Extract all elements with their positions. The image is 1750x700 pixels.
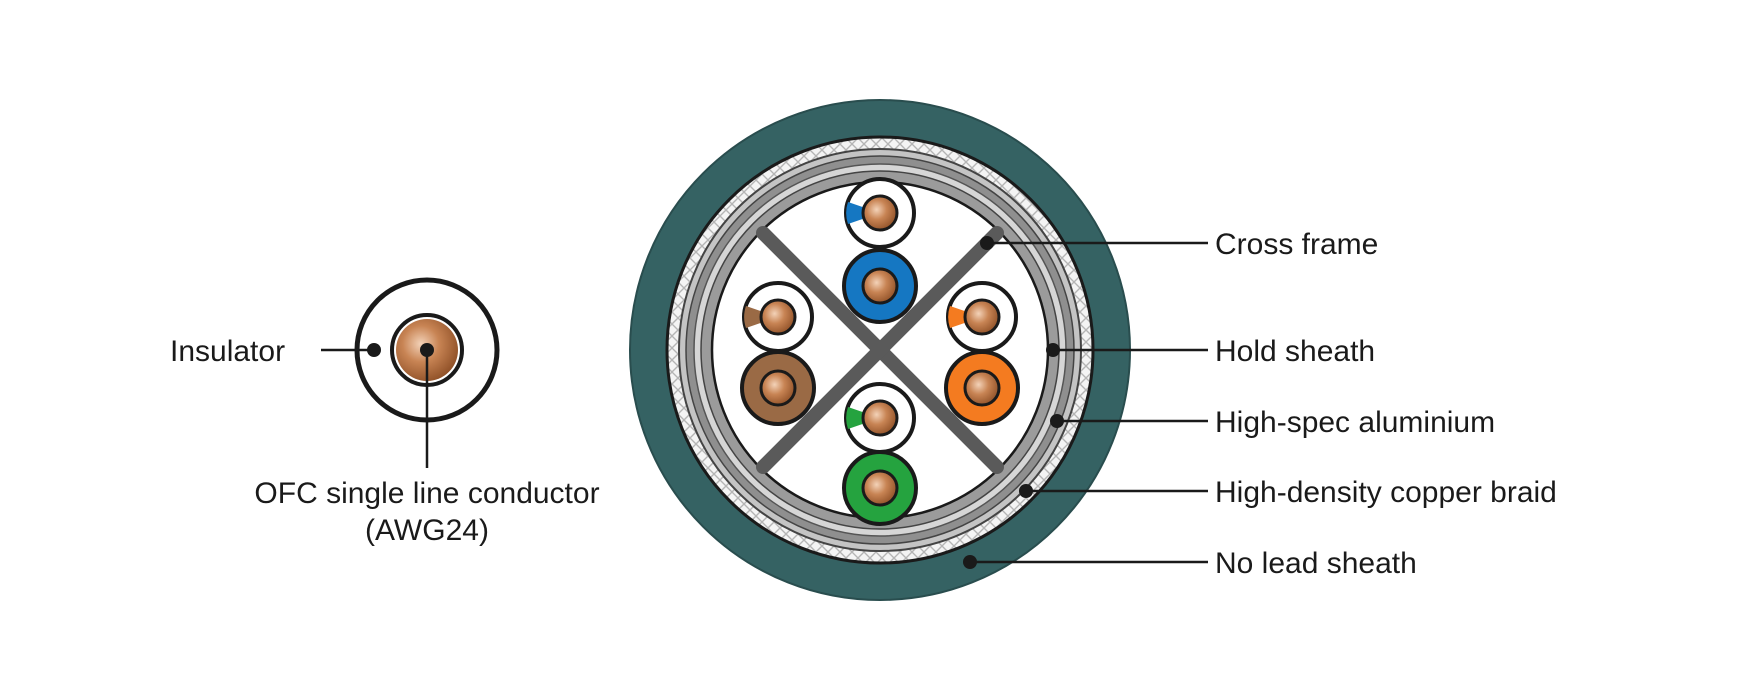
outer-sheath-callout: No lead sheath [963,547,1417,580]
conductor-label-line1: OFC single line conductor [254,477,599,510]
pair-orange [944,281,1020,426]
wire-core [861,267,899,305]
conductor-leader-dot [420,343,434,357]
conductor-detail: Insulator OFC single line conductor (AWG… [170,277,600,547]
aluminium-callout: High-spec aluminium [1050,406,1495,439]
cross-frame-callout: Cross frame [980,228,1378,261]
pair-blue [842,177,918,324]
cross-frame-leader-dot [980,236,994,250]
wire-core [963,369,1001,407]
wire-core [861,469,899,507]
aluminium-label: High-spec aluminium [1215,406,1495,439]
outer-sheath-label: No lead sheath [1215,547,1417,580]
pair-green [842,382,918,526]
cross-frame [756,226,1004,474]
hold-sheath-callout: Hold sheath [1046,335,1375,368]
conductor-label-line2: (AWG24) [365,514,489,547]
pair-brown [740,281,816,426]
insulator-leader-dot [367,343,381,357]
outer-sheath-leader-dot [963,555,977,569]
hold-sheath-label: Hold sheath [1215,335,1375,368]
wire-core [759,369,797,407]
wire-core [861,399,899,437]
wire-core [963,298,1001,336]
hold-sheath-leader-dot [1046,343,1060,357]
copper-braid-leader-dot [1019,484,1033,498]
copper-braid-label: High-density copper braid [1215,476,1557,509]
cable-section: Cross frame Hold sheath High-spec alumin… [629,99,1557,601]
wire-core [861,194,899,232]
aluminium-leader-dot [1050,414,1064,428]
copper-braid-callout: High-density copper braid [1019,476,1557,509]
insulator-label: Insulator [170,335,285,368]
cross-frame-label: Cross frame [1215,228,1378,261]
wire-core [759,298,797,336]
cross-frame-bar-b [756,226,1004,474]
